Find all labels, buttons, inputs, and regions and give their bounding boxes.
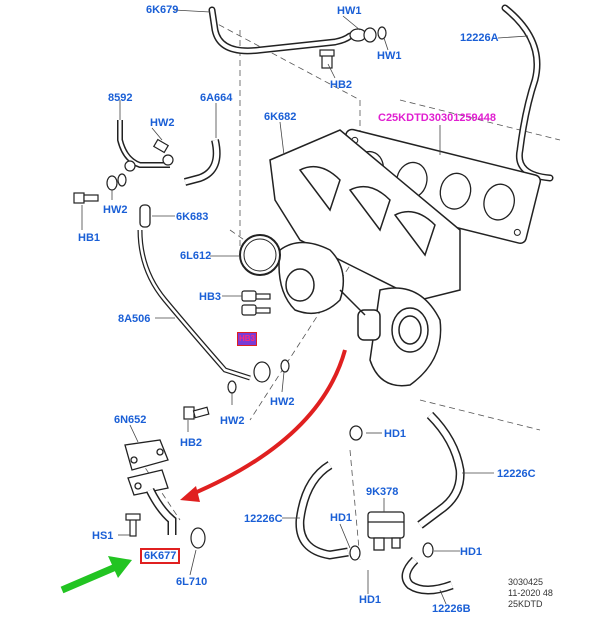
label-HB3: HB3 [199, 291, 222, 303]
label-6K677: 6K677 [140, 548, 181, 564]
turbocharger-body [269, 129, 461, 387]
label-HB3-highlight: HB3 [237, 332, 258, 346]
label-12226C-left: 12226C [244, 513, 283, 525]
label-8592: 8592 [108, 92, 133, 104]
green-arrow [60, 556, 132, 594]
label-HW1-top: HW1 [337, 5, 362, 17]
label-HW2-upper: HW2 [150, 117, 175, 129]
hose-clamps-hd1 [349, 425, 434, 561]
bolts-hb3 [241, 290, 271, 316]
label-HW2-mid: HW2 [270, 396, 295, 408]
label-HD1-right: HD1 [460, 546, 483, 558]
bolt-hb2-lower [183, 406, 210, 420]
gasket-6L612 [239, 234, 281, 276]
label-6L710: 6L710 [176, 576, 208, 588]
label-6K683: 6K683 [176, 211, 209, 223]
label-HD1-left: HD1 [330, 512, 353, 524]
label-12226B: 12226B [432, 603, 471, 615]
label-HD1-bottom: HD1 [359, 594, 382, 606]
label-9K378: 9K378 [366, 486, 399, 498]
label-6K682: 6K682 [264, 111, 297, 123]
label-12226C-right: 12226C [497, 468, 536, 480]
bolt-hb1 [73, 173, 127, 204]
label-HB2-lower: HB2 [180, 437, 203, 449]
label-C25KDTD30301259448: C25KDTD30301259448 [378, 112, 497, 124]
footer-line-2: 11-2020 48 [508, 588, 553, 598]
label-12226A: 12226A [460, 32, 499, 44]
solenoid-valve-9K378 [367, 511, 405, 551]
red-arrow [189, 349, 347, 497]
label-HS1: HS1 [92, 530, 114, 542]
label-HB2-top: HB2 [330, 79, 353, 91]
hose-6K683 [139, 204, 151, 228]
hose-6K679 [208, 6, 354, 55]
label-HW1-right: HW1 [377, 50, 402, 62]
label-HW2-lower: HW2 [220, 415, 245, 427]
label-6N652: 6N652 [114, 414, 147, 426]
diagram-footer: 3030425 11-2020 48 25KDTD [508, 577, 553, 610]
label-6L612: 6L612 [180, 250, 212, 262]
label-6K679: 6K679 [146, 4, 179, 16]
label-8A506: 8A506 [118, 313, 151, 325]
label-HB1: HB1 [78, 232, 101, 244]
label-HW2-left: HW2 [103, 204, 128, 216]
banjo-bolt-hb2-top [319, 26, 387, 69]
label-6A664: 6A664 [200, 92, 233, 104]
label-HD1-upper: HD1 [384, 428, 407, 440]
oil-return-gasket-6N652 [124, 439, 169, 496]
footer-line-3: 25KDTD [508, 599, 543, 609]
leader-lines [81, 9, 529, 605]
footer-line-1: 3030425 [508, 577, 544, 587]
